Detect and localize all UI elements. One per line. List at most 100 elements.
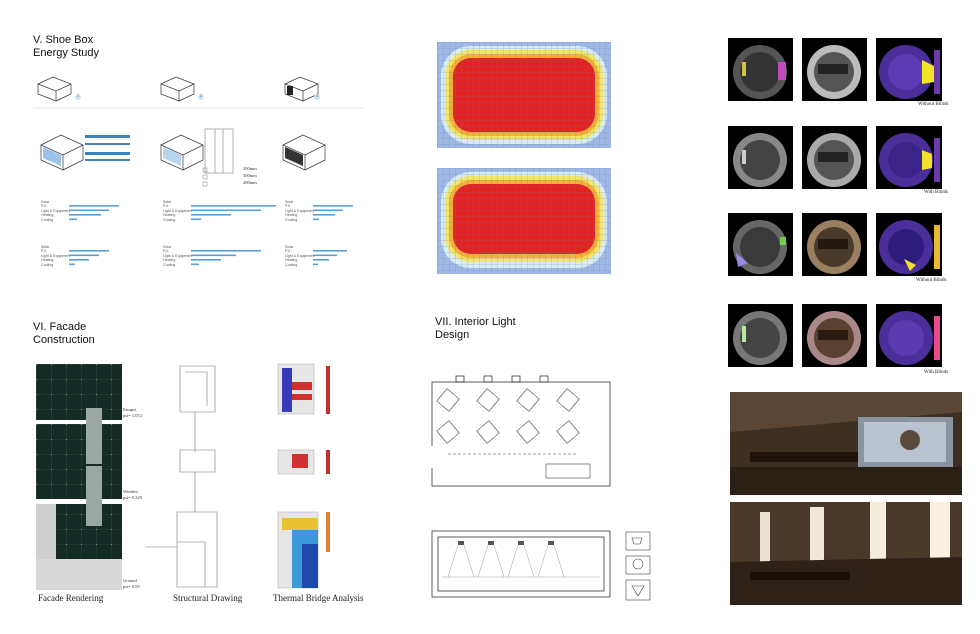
bar-label: Heating <box>285 213 298 218</box>
section-title-line: V. Shoe Box <box>33 34 94 46</box>
bar-label: Cooling <box>163 262 176 267</box>
hdr-image <box>802 126 867 189</box>
bar-label: Cooling <box>41 262 54 267</box>
thermal-bridge-svg <box>277 363 330 589</box>
floor-plan-svg <box>431 375 611 487</box>
bar-label: Solar <box>285 245 294 249</box>
bar-label: Solar <box>163 245 172 249</box>
lamp-icons-svg <box>625 531 651 601</box>
hdr-image <box>802 38 867 101</box>
energy-bar-group: Solar P.V. Light & Equipment Heating Coo… <box>41 200 70 222</box>
hdr-caption: With Blinds <box>924 190 949 195</box>
heatmap-svg <box>437 42 611 148</box>
caption-structural-drawing: Structural Drawing <box>173 593 243 603</box>
energy-bar-group: Solar P.V. Light & Equipment Heating Coo… <box>41 245 70 267</box>
hdr-image <box>876 38 942 101</box>
shoebox-detail-row: 200mm 500mm 200mm <box>33 125 363 195</box>
section-title-line: VI. Facade <box>33 321 87 333</box>
bar-label: Solar <box>41 200 50 204</box>
dimension-label: 200mm <box>243 180 257 185</box>
bar-label: Light & Equipment <box>285 253 315 258</box>
hdr-image <box>728 304 793 367</box>
interior-render-1 <box>730 392 962 495</box>
shoebox-case-diagrams <box>33 76 363 109</box>
case-badge: 3 <box>314 94 320 100</box>
bar-label: Heating <box>41 213 54 218</box>
shoebox-detail-diagrams <box>40 128 326 187</box>
interior-render-2 <box>730 502 962 605</box>
dimension-label: 500mm <box>243 173 257 178</box>
section-title-line: Energy Study <box>33 47 100 59</box>
facade-rendering-svg <box>36 364 122 590</box>
hdr-caption: Without Blinds <box>918 102 949 107</box>
facade-note-line: Window <box>123 489 139 494</box>
bar-label: Heating <box>163 213 176 218</box>
interior-floor-plan <box>428 372 618 492</box>
shoebox-case-row: 1 2 3 <box>33 72 363 112</box>
hdr-image <box>876 304 942 367</box>
bar-label: Heating <box>41 258 54 263</box>
structural-drawing-svg <box>145 365 218 588</box>
section-title-interior: VII. Interior Light Design <box>435 316 516 342</box>
facade-note-line: Ground <box>123 578 137 583</box>
heatmap-svg <box>437 168 611 274</box>
bar-label: P.V. <box>285 249 291 254</box>
hdr-image <box>728 38 793 101</box>
energy-bar-group: Solar P.V. Light & Equipment Heating Coo… <box>285 245 314 267</box>
bar-label: Light & Equipment <box>163 208 193 213</box>
bar-label: P.V. <box>163 204 169 209</box>
bar-label: P.V. <box>41 204 47 209</box>
bar-label: P.V. <box>285 204 291 209</box>
hdr-caption: Without Blinds <box>916 278 947 283</box>
facade-rendering <box>36 364 122 590</box>
caption-thermal-bridge: Thermal Bridge Analysis <box>273 593 364 603</box>
dimension-label: 200mm <box>243 166 257 171</box>
hdr-image <box>802 304 867 367</box>
facade-note: Window psi= 0.329 <box>123 489 142 500</box>
daylight-heatmap-1 <box>437 42 611 148</box>
shoebox-energy-bars: Solar P.V. Light & Equipment Heating Coo… <box>33 200 363 300</box>
section-title-line: VII. Interior Light <box>435 316 516 328</box>
interior-section-drawing <box>428 527 618 602</box>
facade-note: Parapet psi= 1.072 <box>123 407 142 418</box>
hdr-image <box>876 126 942 189</box>
energy-bars-svg <box>69 205 353 266</box>
facade-note-line: psi= 0.329 <box>123 494 143 500</box>
facade-note-line: psi= 0.95 <box>123 583 140 589</box>
energy-bar-group: Solar P.V. Light & Equipment Heating Coo… <box>285 200 314 222</box>
section-title-line: Construction <box>33 334 95 346</box>
daylight-heatmap-2 <box>437 168 611 274</box>
bar-label: Cooling <box>41 217 54 222</box>
hdr-grid: Without Blinds With Blinds Without Blind… <box>728 38 960 383</box>
thermal-bridge-analysis <box>268 362 358 592</box>
structural-drawing <box>145 362 245 592</box>
bar-label: Solar <box>163 200 172 204</box>
bar-label: Solar <box>285 200 294 204</box>
section-title-facade: VI. Facade Construction <box>33 321 95 347</box>
bar-label: Light & Equipment <box>163 253 193 258</box>
bar-label: Cooling <box>285 262 298 267</box>
case-badge: 2 <box>198 94 204 100</box>
section-title-line: Design <box>435 329 470 341</box>
bar-label: P.V. <box>163 249 169 254</box>
bar-label: Light & Equipment <box>285 208 315 213</box>
bar-label: Heating <box>163 258 176 263</box>
bar-label: Heating <box>285 258 298 263</box>
hdr-image <box>802 213 867 276</box>
hdr-caption: With Blinds <box>924 370 949 375</box>
hdr-image <box>728 213 793 276</box>
bar-label: Light & Equipment <box>41 208 71 213</box>
hdr-image <box>876 213 942 276</box>
hdr-image <box>728 126 793 189</box>
bar-label: P.V. <box>41 249 47 254</box>
caption-facade-rendering: Facade Rendering <box>38 593 104 603</box>
facade-note-line: psi= 1.072 <box>123 412 143 418</box>
bar-label: Solar <box>41 245 50 249</box>
section-title-shoebox: V. Shoe Box Energy Study <box>33 34 99 60</box>
lamp-details <box>624 530 652 602</box>
bar-label: Cooling <box>285 217 298 222</box>
energy-bar-group: Solar P.V. Light & Equipment Heating Coo… <box>163 200 192 222</box>
facade-note-line: Parapet <box>123 407 137 412</box>
bar-label: Light & Equipment <box>41 253 71 258</box>
section-drawing-svg <box>431 530 611 598</box>
